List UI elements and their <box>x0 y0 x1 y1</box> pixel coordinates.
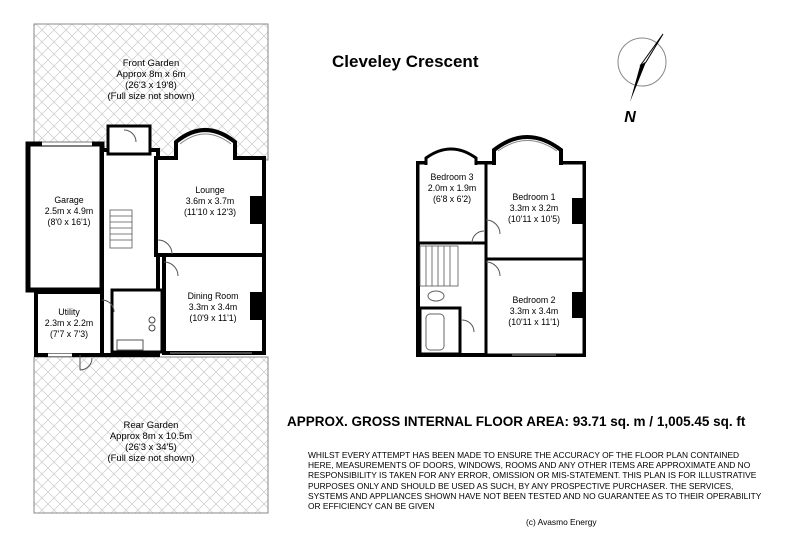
ground-stairs <box>109 209 133 249</box>
svg-text:(10'9 x 11'1): (10'9 x 11'1) <box>189 313 236 323</box>
lounge-chimney <box>250 196 264 224</box>
bedroom-1-imperial: (10'11 x 10'5) <box>508 214 560 224</box>
svg-text:3.3m x 3.2m: 3.3m x 3.2m <box>510 203 558 213</box>
ground-floor-labels: Front Garden Approx 8m x 6m (26'3 x 19'8… <box>45 58 239 464</box>
compass-north-label: N <box>624 109 636 126</box>
floor-area-text: APPROX. GROSS INTERNAL FLOOR AREA: 93.71… <box>287 414 746 429</box>
first-floor-labels: Bedroom 3 2.0m x 1.9m (6'8 x 6'2) Bedroo… <box>428 172 560 327</box>
front-garden-imperial: (26'3 x 19'8) <box>125 80 177 91</box>
svg-text:2.0m x 1.9m: 2.0m x 1.9m <box>428 183 476 193</box>
svg-text:N: N <box>624 109 636 126</box>
svg-text:(10'11 x 11'1): (10'11 x 11'1) <box>508 317 560 327</box>
front-garden-name: Front Garden <box>123 58 180 69</box>
bedroom-2-imperial: (10'11 x 11'1) <box>508 317 560 327</box>
garage-imperial: (8'0 x 16'1) <box>48 217 91 227</box>
compass-icon: N <box>617 33 667 126</box>
bedroom-1-bay-window <box>492 135 563 165</box>
svg-text:Bedroom 2: Bedroom 2 <box>512 295 555 305</box>
svg-text:(26'3 x 34'5): (26'3 x 34'5) <box>125 442 177 453</box>
lounge-name: Lounge <box>195 185 224 195</box>
svg-text:(Full size not shown): (Full size not shown) <box>107 453 194 464</box>
rear-garden-size: Approx 8m x 10.5m <box>110 431 192 442</box>
rear-garden <box>33 356 269 514</box>
dining-room-size: 3.3m x 3.4m <box>189 302 237 312</box>
bedroom-1-size: 3.3m x 3.2m <box>510 203 558 213</box>
dining-room-imperial: (10'9 x 11'1) <box>189 313 236 323</box>
garage-name: Garage <box>54 195 83 205</box>
bedroom-3-imperial: (6'8 x 6'2) <box>433 194 471 204</box>
first-floor <box>416 135 586 357</box>
ground-floor <box>25 124 266 371</box>
front-garden-size: Approx 8m x 6m <box>116 69 185 80</box>
svg-text:Utility: Utility <box>58 307 80 317</box>
utility-room <box>34 290 104 357</box>
bedroom-3-name: Bedroom 3 <box>430 172 473 182</box>
svg-text:(11'10 x 12'3): (11'10 x 12'3) <box>184 207 236 217</box>
svg-text:3.3m x 3.4m: 3.3m x 3.4m <box>510 306 558 316</box>
svg-text:(Full size not shown): (Full size not shown) <box>107 91 194 102</box>
svg-text:(6'8 x 6'2): (6'8 x 6'2) <box>433 194 471 204</box>
svg-text:Approx 8m x 6m: Approx 8m x 6m <box>116 69 185 80</box>
svg-text:Rear Garden: Rear Garden <box>124 420 179 431</box>
utility-size: 2.3m x 2.2m <box>45 318 93 328</box>
svg-text:Bedroom 1: Bedroom 1 <box>512 192 555 202</box>
copyright-text: (c) Avasmo Energy <box>526 517 597 527</box>
garage-size: 2.5m x 4.9m <box>45 206 93 216</box>
lounge-imperial: (11'10 x 12'3) <box>184 207 236 217</box>
bedroom-2-room <box>484 257 586 357</box>
bedroom-2-chimney <box>572 292 584 318</box>
rear-garden-imperial: (26'3 x 34'5) <box>125 442 177 453</box>
utility-name: Utility <box>58 307 80 317</box>
svg-text:Front Garden: Front Garden <box>123 58 180 69</box>
svg-text:(8'0 x 16'1): (8'0 x 16'1) <box>48 217 91 227</box>
disclaimer-text: WHILST EVERY ATTEMPT HAS BEEN MADE TO EN… <box>308 450 762 512</box>
svg-text:3.3m x 3.4m: 3.3m x 3.4m <box>189 302 237 312</box>
svg-text:Approx 8m x 10.5m: Approx 8m x 10.5m <box>110 431 192 442</box>
bedroom-2-name: Bedroom 2 <box>512 295 555 305</box>
svg-text:Lounge: Lounge <box>195 185 224 195</box>
svg-text:(10'11 x 10'5): (10'11 x 10'5) <box>508 214 560 224</box>
first-floor-stairs <box>419 245 459 287</box>
svg-text:Bedroom 3: Bedroom 3 <box>430 172 473 182</box>
svg-text:(26'3 x 19'8): (26'3 x 19'8) <box>125 80 177 91</box>
bedroom-2-size: 3.3m x 3.4m <box>510 306 558 316</box>
svg-text:2.5m x 4.9m: 2.5m x 4.9m <box>45 206 93 216</box>
bedroom-3-room <box>416 161 488 245</box>
dining-room <box>162 253 266 355</box>
utility-imperial: (7'7 x 7'3) <box>50 329 88 339</box>
front-garden-note: (Full size not shown) <box>107 91 194 102</box>
bedroom-3-size: 2.0m x 1.9m <box>428 183 476 193</box>
bedroom-1-chimney <box>572 198 584 224</box>
bedroom-3-bay-window <box>424 147 478 165</box>
lounge-size: 3.6m x 3.7m <box>186 196 234 206</box>
property-title: Cleveley Crescent <box>332 52 479 71</box>
porch-area <box>106 124 152 156</box>
rear-garden-name: Rear Garden <box>124 420 179 431</box>
svg-text:3.6m x 3.7m: 3.6m x 3.7m <box>186 196 234 206</box>
svg-text:2.3m x 2.2m: 2.3m x 2.2m <box>45 318 93 328</box>
bedroom-1-name: Bedroom 1 <box>512 192 555 202</box>
dining-room-name: Dining Room <box>188 291 239 301</box>
dining-chimney <box>250 292 264 320</box>
svg-text:Garage: Garage <box>54 195 83 205</box>
svg-text:(7'7 x 7'3): (7'7 x 7'3) <box>50 329 88 339</box>
rear-garden-note: (Full size not shown) <box>107 453 194 464</box>
svg-text:Dining Room: Dining Room <box>188 291 239 301</box>
